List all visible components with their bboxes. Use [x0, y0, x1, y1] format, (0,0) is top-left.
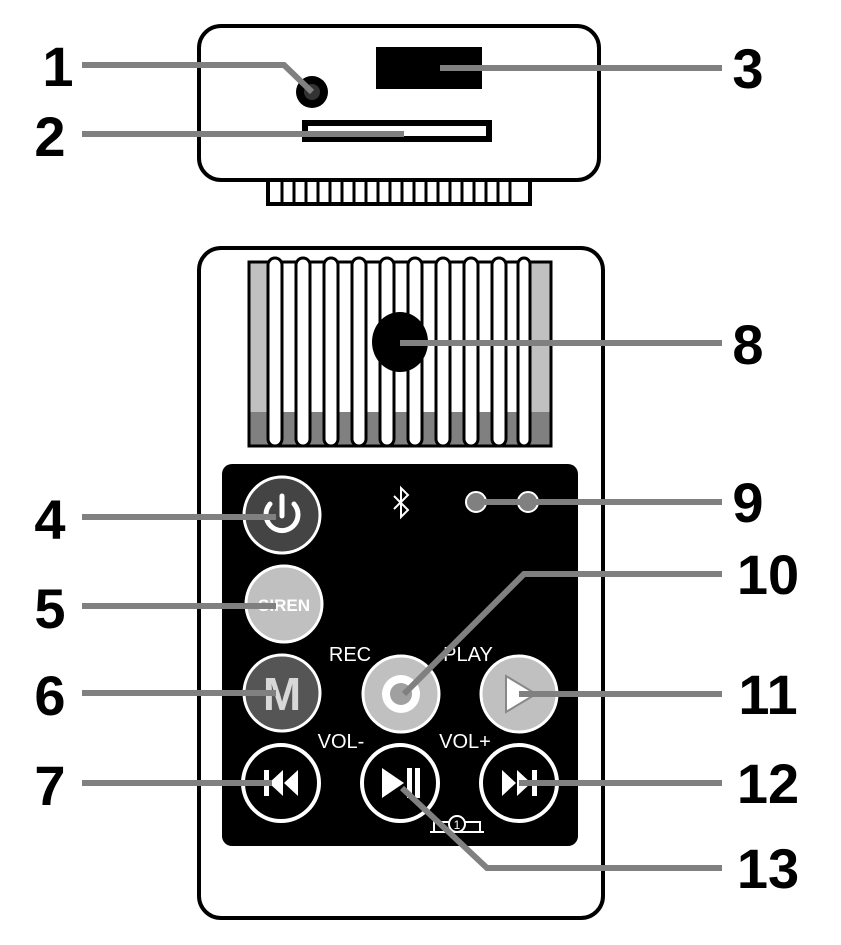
- repeat-indicator: 1: [430, 815, 484, 833]
- callout-3: 3: [732, 37, 763, 100]
- power-button[interactable]: [242, 475, 322, 555]
- callout-5: 5: [34, 577, 65, 640]
- leader-lines: [82, 62, 722, 871]
- siren-icon: SIREN: [258, 596, 310, 615]
- repeat-one-icon: 1: [454, 818, 461, 832]
- play-pause-icon: [382, 768, 420, 798]
- play-label: PLAY: [443, 644, 493, 666]
- top-view-body: [197, 24, 601, 182]
- callout-6: 6: [34, 664, 65, 727]
- callout-9: 9: [732, 471, 763, 534]
- callout-2: 2: [34, 105, 65, 168]
- top-view-foot: [266, 176, 532, 206]
- front-view: SIREN M REC PLAY: [197, 246, 605, 920]
- callout-1: 1: [42, 35, 73, 98]
- callout-13: 13: [737, 837, 799, 900]
- callout-numbers: 1 2 3 4 5 6 7 8 9 10 11 12 13: [34, 35, 799, 900]
- callout-4: 4: [34, 488, 65, 551]
- bluetooth-icon: [393, 485, 410, 520]
- speaker-grille: [247, 256, 553, 448]
- power-icon: [263, 493, 301, 534]
- vol-plus-label: VOL+: [439, 731, 491, 753]
- callout-11: 11: [738, 663, 797, 726]
- top-view: [197, 24, 601, 206]
- rec-label: REC: [329, 644, 371, 666]
- callout-8: 8: [732, 313, 763, 376]
- callout-7: 7: [34, 754, 65, 817]
- callout-12: 12: [737, 752, 799, 815]
- callout-10: 10: [737, 543, 799, 606]
- vol-minus-label: VOL-: [318, 731, 365, 753]
